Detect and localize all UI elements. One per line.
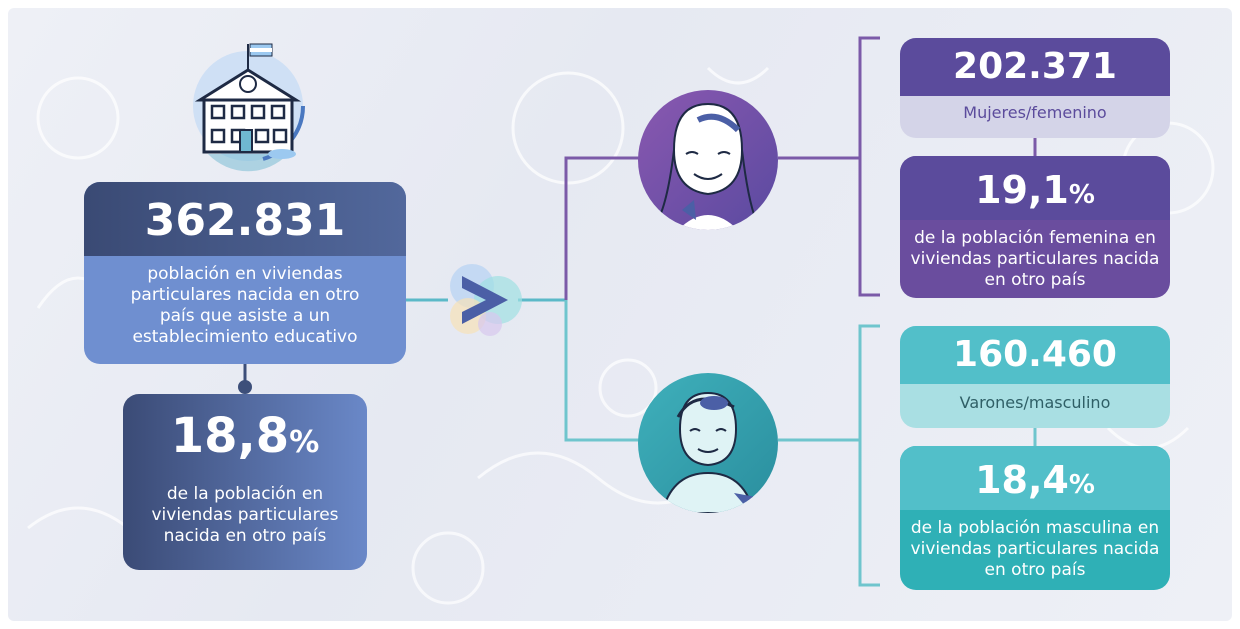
- total-percent: 18,8%: [123, 408, 367, 471]
- woman-portrait-icon: [638, 90, 778, 230]
- total-card: 362.831 población en viviendas particula…: [84, 182, 406, 364]
- women-count-card: 202.371 Mujeres/femenino: [900, 38, 1170, 138]
- total-percent-description: de la población en viviendas particulare…: [151, 484, 339, 546]
- women-percent-description: de la población femenina en viviendas pa…: [910, 228, 1160, 290]
- men-value: 160.460: [953, 334, 1117, 375]
- arrow-right-icon: [450, 264, 522, 336]
- men-label: Varones/masculino: [959, 393, 1111, 412]
- background-panel: 362.831 población en viviendas particula…: [8, 8, 1232, 621]
- men-percent-header: [900, 446, 1170, 510]
- total-description: población en viviendas particulares naci…: [130, 264, 360, 347]
- men-percent-card: 18,4% de la población masculina en vivie…: [900, 446, 1170, 590]
- women-count-header: [900, 38, 1170, 96]
- women-percent-card: 19,1% de la población femenina en vivien…: [900, 156, 1170, 298]
- women-percent-sign: %: [1068, 180, 1095, 210]
- men-percent-description: de la población masculina en viviendas p…: [910, 518, 1160, 580]
- total-percent-value: 18,8: [170, 408, 290, 464]
- women-percent-header: [900, 156, 1170, 220]
- man-portrait-icon: [638, 373, 778, 513]
- men-percent: 18,4%: [900, 458, 1170, 507]
- men-percent-sign: %: [1068, 470, 1095, 500]
- school-icon: [193, 43, 306, 172]
- total-value: 362.831: [144, 195, 346, 246]
- men-count-card: 160.460 Varones/masculino: [900, 326, 1170, 428]
- women-percent-value: 19,1: [975, 168, 1069, 212]
- women-label: Mujeres/femenino: [963, 103, 1107, 122]
- women-value: 202.371: [953, 46, 1117, 87]
- total-percent-sign: %: [289, 425, 320, 460]
- men-count-header: [900, 326, 1170, 384]
- total-card-header: [84, 182, 406, 256]
- men-percent-value: 18,4: [975, 458, 1069, 502]
- women-percent: 19,1%: [900, 168, 1170, 217]
- connector-lines: [238, 36, 1037, 587]
- total-percent-card: 18,8% de la población en viviendas parti…: [123, 394, 367, 570]
